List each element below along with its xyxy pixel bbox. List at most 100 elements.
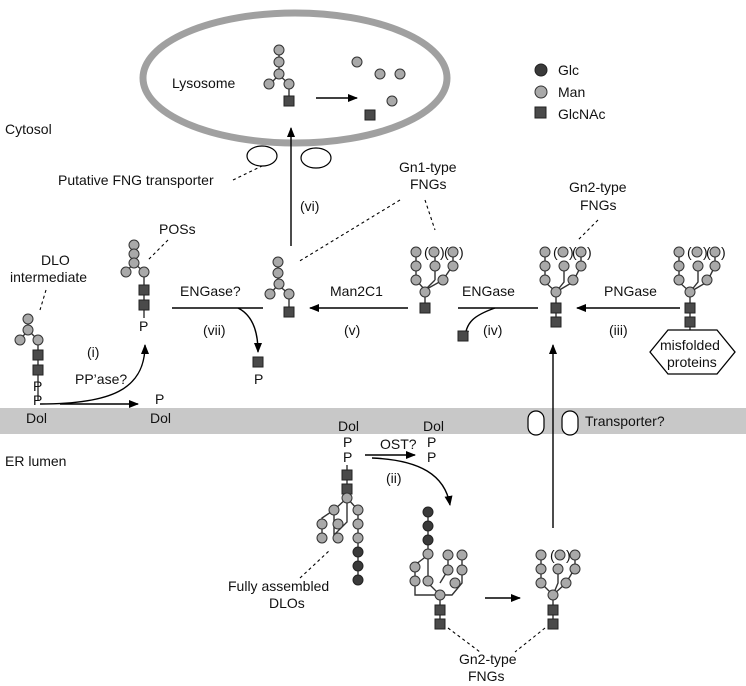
misfolded-optional-man: ( ) ( ) <box>687 244 726 260</box>
putative-fng-transporter <box>246 145 332 169</box>
pngase-label: PNGase <box>604 283 657 299</box>
engase-label: ENGase <box>462 283 515 299</box>
step-iv-glcnac-product <box>457 330 469 342</box>
dlo-intermediate-leader <box>39 289 47 311</box>
gn1-label-1: Gn1-type <box>399 159 457 175</box>
legend-glcnac-icon <box>534 106 547 119</box>
legend: Glc Man GlcNAc <box>534 62 605 122</box>
fully-assembled-dlo-glycan <box>316 465 364 586</box>
svg-text:): ) <box>703 244 708 260</box>
dlo-p2: P <box>33 392 42 408</box>
step-iii-label: (iii) <box>609 322 628 338</box>
lysosome-glycan <box>263 44 295 107</box>
svg-text:): ) <box>569 244 574 260</box>
legend-glc-icon <box>534 63 548 77</box>
dlo-p1: P <box>33 378 42 394</box>
svg-text:(: ( <box>424 244 429 260</box>
ost-product-p2: P <box>427 449 436 465</box>
step-ii-label: (ii) <box>386 470 402 486</box>
svg-text:(: ( <box>572 244 577 260</box>
lysosome-label: Lysosome <box>172 75 236 91</box>
svg-text:(: ( <box>444 244 449 260</box>
gn2-fng-top-glycan <box>539 246 587 328</box>
ost-product-p1: P <box>427 434 436 450</box>
ppase-product-dol: Dol <box>150 410 171 426</box>
step-vii-p: P <box>254 371 263 387</box>
step-i-label: (i) <box>87 344 99 360</box>
step-v-label: (v) <box>344 322 360 338</box>
dlo-dol: Dol <box>26 410 47 426</box>
step-vii-curve <box>237 307 262 353</box>
gn2-fng-top-optional-man: ( ) ( ) <box>553 244 592 260</box>
poss-label: POSs <box>159 221 196 237</box>
ppase-label: PP’ase? <box>75 371 127 387</box>
gn1-fng-optional-man: ( ) ( ) <box>424 244 464 260</box>
gn2-bottom-label-2: FNGs <box>468 668 505 684</box>
gn2-bottom-leader-left <box>447 627 481 653</box>
svg-text:): ) <box>721 244 726 260</box>
misfolded-glycan <box>673 246 721 330</box>
legend-glc-label: Glc <box>558 62 579 78</box>
gn2-fng-bottom-optional-man: ( ) <box>550 547 571 563</box>
dlo-intermediate-label-1: DLO <box>41 252 70 268</box>
cytosol-label: Cytosol <box>5 121 52 137</box>
step-vi-label: (vi) <box>300 198 319 214</box>
misfolded-proteins-hexagon <box>649 329 736 375</box>
dlo-intermediate-label-2: intermediate <box>10 269 87 285</box>
svg-text:): ) <box>440 244 445 260</box>
gn2-fng-glc-glycan <box>409 506 468 630</box>
gn2-fng-bottom-glycan <box>535 549 581 630</box>
lysosome-products <box>351 56 406 121</box>
gn1-label-2: FNGs <box>410 176 447 192</box>
central-gn1-glycan <box>264 256 295 318</box>
fng-transporter-leader <box>232 165 263 181</box>
svg-text:(: ( <box>550 547 555 563</box>
lysosome-compartment <box>139 9 451 147</box>
fully-assembled-leader <box>299 549 331 579</box>
gn1-leader-right <box>424 199 436 231</box>
dlo-intermediate-glycan <box>14 313 44 400</box>
lumen-dol-label: Dol <box>338 418 359 434</box>
svg-text:): ) <box>587 244 592 260</box>
gn2-bottom-leader-right <box>514 627 546 653</box>
svg-text:(: ( <box>553 244 558 260</box>
engase-q-label: ENGase? <box>180 283 241 299</box>
ost-label: OST? <box>380 436 417 452</box>
gn2-top-label-2: FNGs <box>580 197 617 213</box>
step-iv-label: (iv) <box>483 322 502 338</box>
svg-text:): ) <box>566 547 571 563</box>
step-vii-label: (vii) <box>203 322 226 338</box>
er-membrane <box>0 408 746 434</box>
legend-man-icon <box>534 85 548 99</box>
lumen-p2: P <box>343 449 352 465</box>
ppase-product-p: P <box>155 391 164 407</box>
lumen-p1: P <box>343 434 352 450</box>
gn2-bottom-label-1: Gn2-type <box>459 651 517 667</box>
misfolded-label-2: proteins <box>667 354 717 370</box>
er-lumen-label: ER lumen <box>5 453 66 469</box>
svg-text:(: ( <box>687 244 692 260</box>
legend-glcnac-label: GlcNAc <box>558 106 605 122</box>
transporter-label: Transporter? <box>585 413 665 429</box>
fng-transporter-label: Putative FNG transporter <box>58 172 214 188</box>
gn2-top-leader <box>577 219 599 241</box>
gn1-leader-left <box>297 199 401 263</box>
misfolded-label-1: misfolded <box>660 337 720 353</box>
svg-text:(: ( <box>706 244 711 260</box>
ost-product-dol: Dol <box>423 418 444 434</box>
er-transporter <box>527 410 579 436</box>
gn2-top-label-1: Gn2-type <box>569 179 627 195</box>
step-vii-glcnac-product <box>252 356 264 368</box>
fully-assembled-label-2: DLOs <box>269 595 305 611</box>
gn1-fng-glycan <box>410 246 459 314</box>
poss-glycan <box>120 239 150 318</box>
legend-man-label: Man <box>558 84 585 100</box>
poss-leader <box>147 239 169 261</box>
step-ii-arrow-curve <box>371 457 453 506</box>
poss-p: P <box>139 318 148 334</box>
svg-text:): ) <box>459 244 464 260</box>
fully-assembled-label-1: Fully assembled <box>228 578 329 594</box>
man2c1-label: Man2C1 <box>330 283 383 299</box>
